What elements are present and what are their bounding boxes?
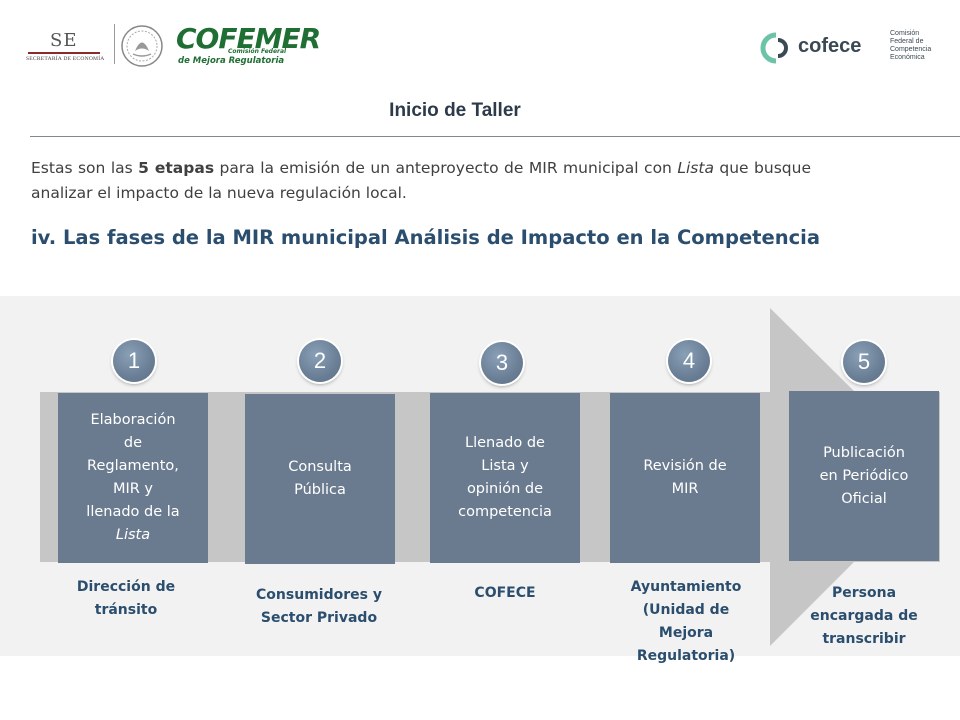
intro-text: Estas son las [31,159,139,177]
section-title: iv. Las fases de la MIR municipal Anális… [31,226,821,249]
cofemer-logo: COFEMER Comisión Federal de Mejora Regul… [176,22,321,70]
actor-text: tránsito [94,602,158,618]
step-box-5: Publicación en Periódico Oficial [789,391,939,561]
page-title: Inicio de Taller [389,100,521,121]
step-number-1: 1 [113,340,155,382]
se-logo-text: SE [50,30,78,51]
cofece-full-name-line: Competencia [890,46,932,53]
step-text: opinión de [466,481,544,497]
cofemer-logo-subtitle-2: de Mejora Regulatoria [178,56,285,66]
intro-text: para la emisión de un anteproyecto de MI… [214,159,678,177]
step-box-4: Revisión de MIR [610,393,760,563]
step-number-4: 4 [668,340,710,382]
logo-separator [114,24,115,64]
step-text: Llenado de [465,435,545,451]
step-box-1: Elaboración de Reglamento, MIR y llenado… [58,393,208,563]
step-actor-2: Consumidores y Sector Privado [240,584,398,630]
actor-text: Sector Privado [260,610,378,626]
step-actor-3: COFECE [430,582,580,605]
cofece-mark-icon [760,32,788,64]
step-box-3: Llenado de Lista y opinión de competenci… [430,393,580,563]
intro-italic: Lista [677,159,714,177]
step-text: Pública [294,482,346,498]
mexico-seal-icon [120,24,164,68]
se-logo-subtitle: SECRETARÍA DE ECONOMÍA [26,56,105,62]
step-text: Elaboración [90,412,176,428]
cofece-full-name-line: Federal de [890,38,924,45]
actor-text: Dirección de [76,579,176,595]
actor-text: COFECE [474,585,536,601]
step-text-italic: Lista [115,527,151,543]
step-text: MIR y [112,481,154,497]
step-actor-1: Dirección de tránsito [48,576,204,622]
intro-bold: 5 etapas [138,159,215,177]
actor-text: Persona [831,585,897,601]
actor-text: Ayuntamiento [630,579,742,595]
step-text: Reglamento, [87,458,179,474]
step-number-5: 5 [843,341,885,383]
step-text: de [123,435,143,451]
actor-text: (Unidad de [642,602,730,618]
actor-text: encargada de [810,608,918,624]
step-text: Lista y [481,458,529,474]
actor-text: Consumidores y [256,587,382,603]
step-text: llenado de la [86,504,180,520]
step-actor-4: Ayuntamiento (Unidad de Mejora Regulator… [606,576,766,668]
actor-text: Regulatoria) [636,648,736,664]
cofemer-logo-subtitle-1: Comisión Federal [228,48,287,55]
step-actor-5: Persona encargada de transcribir [786,582,942,651]
step-box-2: Consulta Pública [245,394,395,564]
cofece-logo-text: cofece [798,35,862,57]
step-number-3: 3 [481,342,523,384]
title-divider [30,136,960,137]
se-logo-line [28,52,100,54]
se-logo: SE SECRETARÍA DE ECONOMÍA [26,26,104,64]
step-text: en Periódico [819,467,909,484]
step-text: Oficial [841,490,887,507]
cofemer-logo-text: COFEMER [176,22,321,55]
actor-text: transcribir [822,631,906,647]
step-text: competencia [458,504,552,520]
cofece-full-name-line: Económica [890,54,925,61]
intro-paragraph: Estas son las 5 etapas para la emisión d… [31,156,811,206]
step-text: MIR [671,481,699,497]
cofece-logo: cofece [760,30,870,66]
cofece-full-name: Comisión Federal de Competencia Económic… [890,30,960,70]
step-number-2: 2 [299,340,341,382]
cofece-full-name-line: Comisión [890,30,920,37]
actor-text: Mejora [658,625,714,641]
step-text: Publicación [823,444,905,461]
step-text: Revisión de [643,458,727,474]
step-text: Consulta [288,459,352,475]
intro-text: que busque analizar el impacto de la nue… [31,159,811,202]
